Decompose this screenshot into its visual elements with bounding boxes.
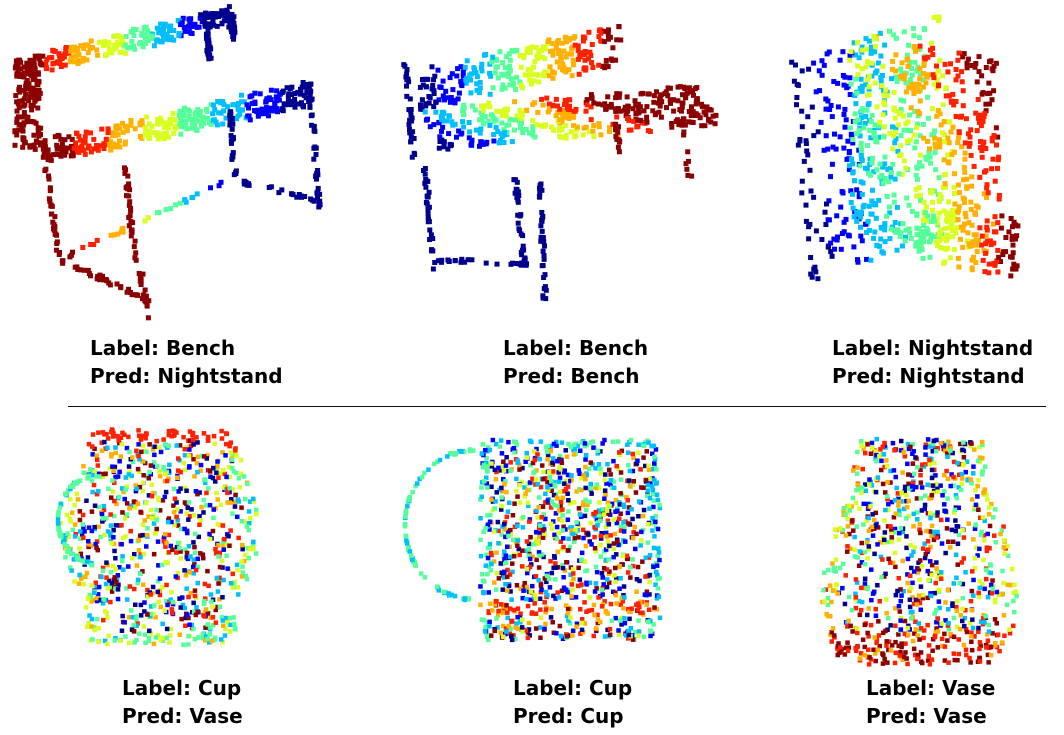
caption-panel-1: Label: Bench Pred: Nightstand	[90, 334, 283, 390]
point-cloud-canvas	[401, 24, 719, 302]
caption-panel-2: Label: Bench Pred: Bench	[503, 334, 648, 390]
caption-panel-6: Label: Vase Pred: Vase	[866, 674, 995, 730]
label-text: Label: Cup	[122, 676, 242, 700]
caption-panel-3: Label: Nightstand Pred: Nightstand	[832, 334, 1033, 390]
label-text: Label: Vase	[866, 676, 996, 700]
point-cloud-canvas	[820, 436, 1019, 667]
point-cloud-canvas	[402, 437, 663, 643]
point-cloud-nightstand	[770, 0, 1060, 330]
caption-panel-4: Label: Cup Pred: Vase	[122, 674, 243, 730]
pred-text: Pred: Nightstand	[90, 364, 283, 388]
label-text: Label: Bench	[503, 336, 649, 360]
caption-panel-5: Label: Cup Pred: Cup	[513, 674, 632, 730]
point-cloud-canvas	[55, 427, 259, 648]
point-cloud-bench-seat	[380, 0, 720, 330]
point-cloud-canvas	[12, 4, 323, 321]
pred-text: Pred: Vase	[866, 704, 987, 728]
label-text: Label: Nightstand	[832, 336, 1034, 360]
point-cloud-canvas	[789, 14, 1021, 282]
pred-text: Pred: Cup	[513, 704, 624, 728]
pred-text: Pred: Vase	[122, 704, 243, 728]
label-text: Label: Bench	[90, 336, 236, 360]
point-cloud-mug	[390, 425, 680, 665]
point-cloud-vase	[820, 430, 1020, 670]
point-cloud-bench-table	[0, 0, 340, 330]
pred-text: Pred: Bench	[503, 364, 640, 388]
pred-text: Pred: Nightstand	[832, 364, 1025, 388]
row-divider	[68, 406, 1046, 407]
point-cloud-pitcher	[40, 415, 290, 665]
label-text: Label: Cup	[513, 676, 633, 700]
